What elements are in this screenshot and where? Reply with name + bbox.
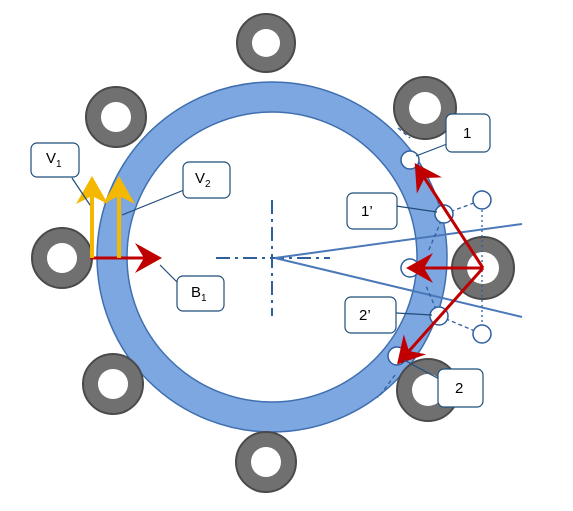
red-arrow-to-1 [414,162,485,269]
point-1 [400,150,420,170]
magnet-bottom [235,431,297,493]
point-1-prime [434,204,454,224]
v2-label: V [195,170,205,187]
magnet-top [236,13,296,73]
ray-lower [274,257,523,318]
magnet-top-left [85,86,147,148]
callout-v2: V2 [121,161,231,216]
label-1: 1 [463,125,471,142]
magnet-bottom-left [82,353,144,415]
callout-2-prime: 2’ [344,296,433,334]
ray-upper [274,223,523,259]
callout-2: 2 [403,359,484,408]
magnet-top-right [393,76,457,140]
label-1-prime: 1’ [361,203,373,220]
callout-1: 1 [415,113,491,157]
svg-text:V2: V2 [195,170,211,190]
v2-subscript: 2 [205,179,211,190]
v1-label: V [46,150,56,167]
svg-text:B1: B1 [191,284,207,304]
magnet-left [31,227,93,289]
callout-1-prime: 1’ [346,192,438,230]
label-2: 2 [455,380,463,397]
v1-subscript: 1 [56,159,62,170]
callout-b1: B1 [159,264,225,312]
point-upper-guide [472,190,492,210]
label-2-prime: 2’ [359,307,371,324]
b1-subscript: 1 [201,293,207,304]
callout-v1: V1 [30,142,91,206]
red-arrow-to-2 [397,267,485,365]
svg-text:V1: V1 [46,150,62,170]
b1-label: B [191,284,201,301]
point-lower-guide [472,324,492,344]
